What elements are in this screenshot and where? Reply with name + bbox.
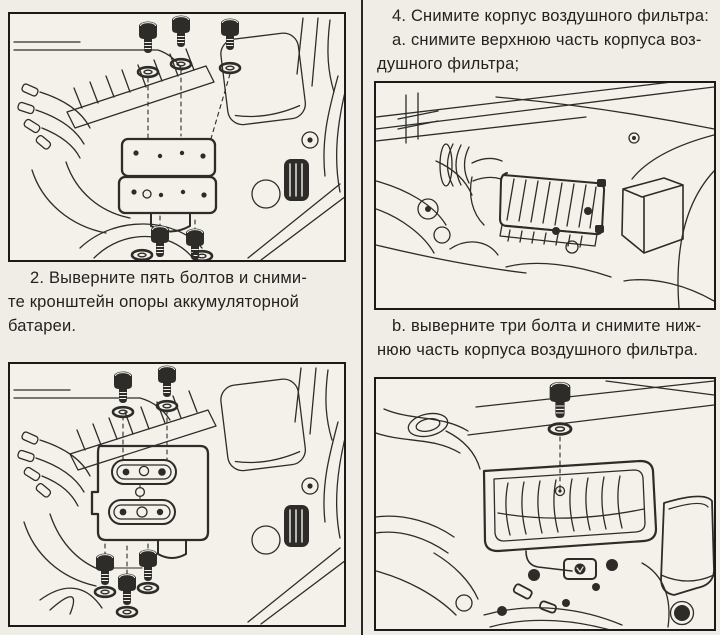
caption-line: 2. Выверните пять болтов и сними- — [30, 269, 308, 287]
engine-bay-battery-tray-illustration — [13, 365, 344, 625]
engine-bay-air-cleaner-lower-illustration — [376, 380, 714, 629]
caption-step-2: 2. Выверните пять болтов и сними- те кро… — [8, 266, 358, 338]
figure-air-cleaner-lower — [374, 377, 716, 631]
figure-battery-tray — [8, 362, 346, 627]
figure-battery-bracket — [8, 12, 346, 262]
engine-bay-battery-bracket-illustration — [13, 15, 344, 260]
caption-step-4: 4. Снимите корпус воздушного фильтра: a.… — [377, 4, 717, 76]
caption-line: душного фильтра; — [377, 55, 520, 73]
caption-line: нюю часть корпуса воздушного фильтра. — [377, 341, 699, 359]
engine-bay-air-cleaner-upper-illustration — [376, 83, 714, 308]
bolt-icon — [549, 381, 571, 419]
caption-step-4b: b. выверните три болта и снимите ниж- ню… — [377, 314, 717, 362]
caption-line: b. выверните три болта и снимите ниж- — [392, 317, 702, 335]
caption-line: батареи. — [8, 317, 77, 335]
caption-line: те кронштейн опоры аккумуляторной — [8, 293, 300, 311]
caption-line: 4. Снимите корпус воздушного фильтра: — [392, 7, 710, 25]
figure-air-cleaner-upper — [374, 81, 716, 310]
washer-icon — [547, 422, 573, 436]
caption-line: a. снимите верхнюю часть корпуса воз- — [392, 31, 702, 49]
column-divider — [361, 0, 363, 635]
